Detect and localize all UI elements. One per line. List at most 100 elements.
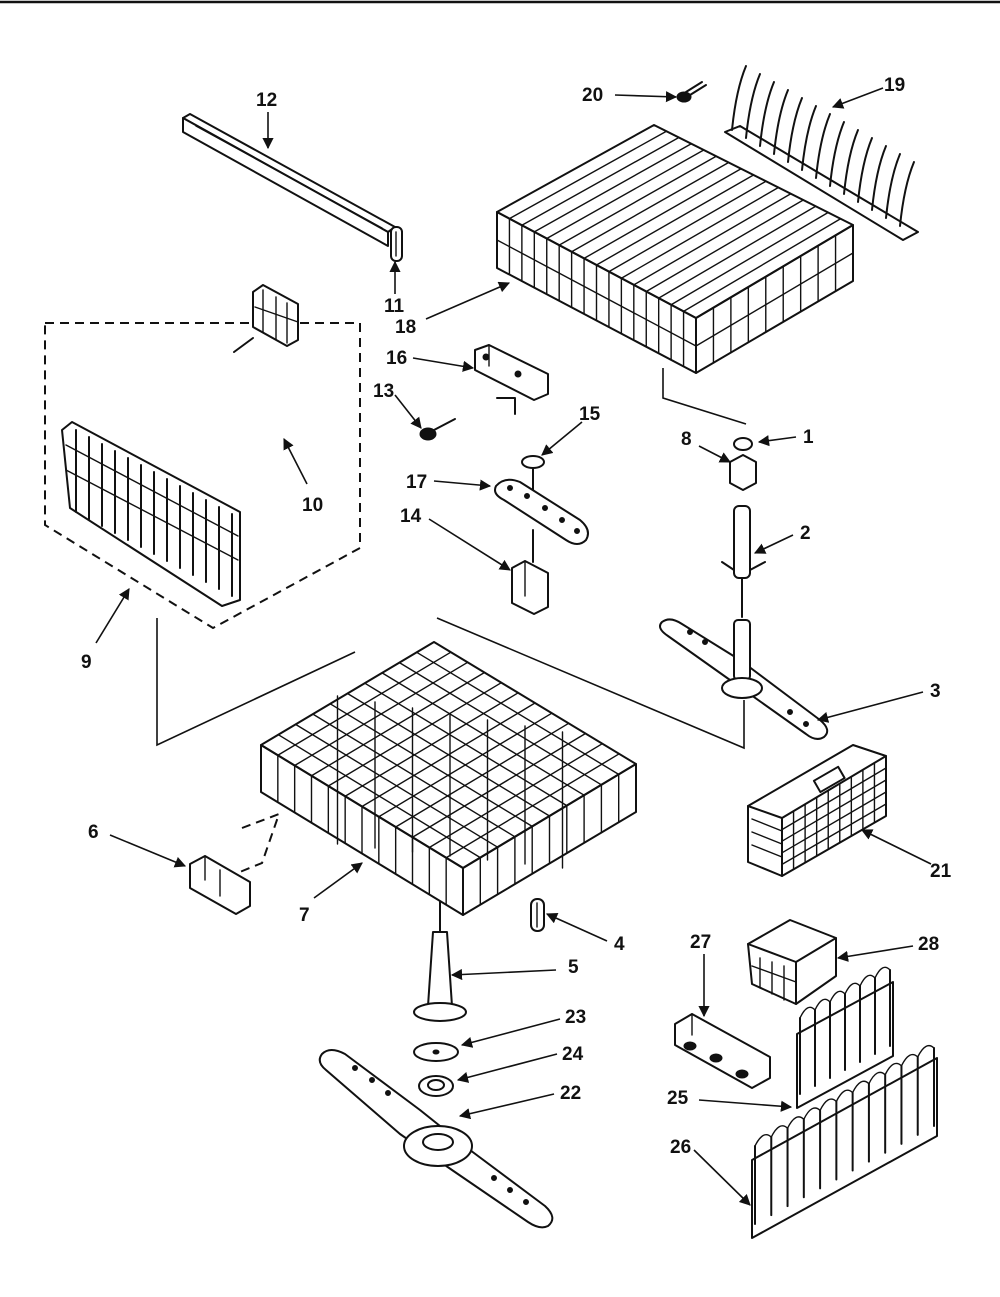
callout-22: 22 [560,1083,581,1104]
part-22-lower-spray-arm [318,1049,554,1229]
callout-19: 19 [884,75,905,96]
callout-11: 11 [384,296,405,317]
rack-wire [346,692,551,817]
part-27-clip [674,1013,771,1089]
callout-8: 8 [681,429,692,450]
callout-2: 2 [800,523,811,544]
side-rack-bars [65,429,239,597]
side-rack-bar [65,469,239,561]
part-8-coupling [729,454,757,491]
rack-wire [364,682,568,807]
rack-wire [595,174,755,266]
slat-arch [835,1089,854,1103]
tine [829,121,845,187]
callout-24: 24 [562,1044,584,1065]
slat-arch [814,998,831,1011]
part-5-lower-tube [413,901,467,1022]
slat-arch [770,1125,789,1138]
callout-6: 6 [88,822,99,843]
callout-20: 20 [582,85,603,106]
part-23-washer [413,1042,459,1062]
part-13-screw [419,418,456,441]
part-24-seal [418,1075,454,1097]
slat-arch [874,966,891,979]
rack-wire [294,723,499,848]
basket-bar [751,818,783,832]
callout-17: 17 [406,472,427,493]
upper-rack-wires [496,130,854,368]
part-16-bracket [474,344,549,415]
rack-wire [546,149,705,240]
callout-5: 5 [568,957,579,978]
part-20-screw [676,81,707,103]
rack-wire [312,713,516,838]
rack-wire [645,199,804,293]
slat-arch [859,974,876,987]
part-3-mid-spray-arm [659,618,829,740]
rack-wire [608,180,767,273]
callout-10: 10 [302,495,323,516]
callout-4: 4 [614,934,625,955]
lower-rack-wires [277,651,620,906]
tine [885,153,901,219]
rack-wire [583,168,742,260]
callout-12: 12 [256,90,277,111]
part-12-rack-rail [182,113,396,247]
rack-wire [682,218,842,313]
rack-wire [521,136,680,226]
rack-wire [558,155,717,246]
part-6-rack-clip [189,855,251,915]
callout-7: 7 [299,905,310,926]
callout-23: 23 [565,1007,586,1028]
callout-3: 3 [930,681,941,702]
tine-row-25-slats [799,966,891,1095]
tine [801,105,817,171]
basket-bar [751,844,783,858]
callout-21: 21 [930,861,952,882]
side-rack-bar [65,444,239,537]
slat-arch [884,1062,903,1076]
callout-26: 26 [670,1137,691,1158]
part-9-kit-outline [44,322,361,630]
rack-wire [620,186,780,279]
callout-15: 15 [579,404,601,425]
rack-wire [329,703,533,828]
rack-wire [381,672,585,796]
callout-9: 9 [81,652,92,673]
rack-wire [670,211,829,306]
callout-18: 18 [395,317,416,338]
slat-arch [799,1006,816,1019]
slat-arch [786,1116,805,1129]
tine [759,81,775,147]
slat-arch [754,1134,772,1147]
assembly-guide-lines [156,368,747,877]
callout-27: 27 [690,932,711,953]
tine-row-26-slats [754,1045,935,1225]
part-28-basket [747,919,837,1005]
part-1-nut [733,437,753,451]
slat-arch [851,1080,870,1094]
callout-leaders [95,87,932,1206]
callout-25: 25 [667,1088,689,1109]
part-2-wash-tube [721,505,766,618]
slat-arch [844,982,861,995]
basket-bar [751,831,783,845]
tine [899,161,915,227]
basket-bar [781,767,887,831]
slat-arch [829,990,846,1003]
slat-arch [917,1045,935,1058]
rack-wire [570,161,730,253]
rack-wire [533,143,693,233]
tine-row-tines [731,65,915,227]
callout-16: 16 [386,348,407,369]
rack-wire [633,193,792,286]
tine [815,113,831,179]
basket-grid [751,762,887,871]
basket-bar [781,803,887,866]
callout-1: 1 [803,427,814,448]
rack-wire [277,734,481,859]
rack-wire [508,130,668,220]
rack-wire [398,661,603,786]
slat-arch [900,1053,919,1067]
part-10-clip-rack [233,284,299,353]
